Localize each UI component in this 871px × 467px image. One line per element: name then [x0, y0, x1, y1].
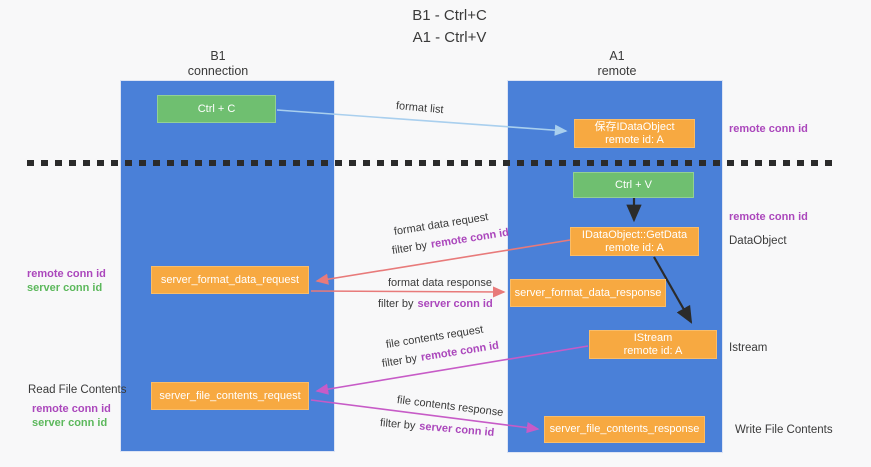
left-column-header: B1 connection	[158, 49, 278, 79]
right-remote-conn-id-1: remote conn id	[729, 123, 808, 135]
right-remote-conn-id-2: remote conn id	[729, 211, 808, 223]
istream-line1: IStream	[633, 331, 673, 344]
istream-box: IStream remote id: A	[589, 330, 717, 359]
read-file-contents-annotation: Read File Contents	[28, 384, 127, 396]
getdata-line2: remote id: A	[605, 241, 664, 254]
server-format-data-response-box: server_format_data_response	[510, 279, 666, 307]
file-contents-response-arrow	[310, 399, 540, 434]
server-format-data-request-label: server_format_data_request	[160, 273, 300, 286]
ctrl-c-box: Ctrl + C	[157, 95, 276, 123]
server-format-data-request-box: server_format_data_request	[151, 266, 309, 294]
server-file-contents-request-label: server_file_contents_request	[159, 389, 301, 402]
format-list-arrow	[276, 109, 568, 136]
server-file-contents-response-label: server_file_contents_response	[549, 423, 700, 435]
save-idataobject-line1: 保存IDataObject	[594, 120, 675, 133]
format-data-response-label: format data response	[388, 277, 492, 289]
right-column-subtitle: remote	[597, 64, 637, 78]
format-data-request-arrow	[315, 239, 571, 285]
getdata-to-istream-arrow	[653, 256, 693, 324]
istream-line2: remote id: A	[623, 344, 683, 357]
file-contents-request-arrow	[315, 345, 589, 395]
diagram-title: B1 - Ctrl+C A1 - Ctrl+V	[377, 5, 522, 49]
server-file-contents-response-box: server_file_contents_response	[544, 416, 705, 443]
ctrl-v-box: Ctrl + V	[573, 172, 694, 198]
write-file-contents-annotation: Write File Contents	[735, 424, 833, 436]
server-file-contents-request-box: server_file_contents_request	[151, 382, 309, 410]
filter-by-text-2: filter by	[378, 298, 414, 310]
server-conn-id-highlight-1: server conn id	[417, 298, 493, 310]
right-column-header: A1 remote	[557, 49, 677, 79]
idataobject-getdata-box: IDataObject::GetData remote id: A	[570, 227, 699, 256]
title-line-1: B1 - Ctrl+C	[412, 7, 487, 24]
title-line-2: A1 - Ctrl+V	[412, 29, 487, 46]
format-data-response-arrow	[310, 286, 506, 298]
ctrl-c-label: Ctrl + C	[197, 102, 236, 115]
left-server-conn-id-2: server conn id	[32, 417, 108, 429]
left-server-conn-id-1: server conn id	[27, 282, 103, 294]
getdata-line1: IDataObject::GetData	[581, 228, 688, 241]
istream-annotation: Istream	[729, 342, 768, 354]
right-column-name: A1	[609, 49, 625, 63]
left-column-name: B1	[210, 49, 226, 63]
dataobject-annotation: DataObject	[729, 235, 787, 247]
left-remote-conn-id-2: remote conn id	[32, 403, 111, 415]
left-remote-conn-id-1: remote conn id	[27, 268, 106, 280]
ctrl-v-label: Ctrl + V	[615, 178, 652, 191]
server-format-data-response-label: server_format_data_response	[514, 286, 662, 299]
save-idataobject-line2: remote id: A	[605, 133, 664, 146]
left-column-subtitle: connection	[187, 64, 249, 78]
save-idataobject-box: 保存IDataObject remote id: A	[574, 119, 695, 148]
